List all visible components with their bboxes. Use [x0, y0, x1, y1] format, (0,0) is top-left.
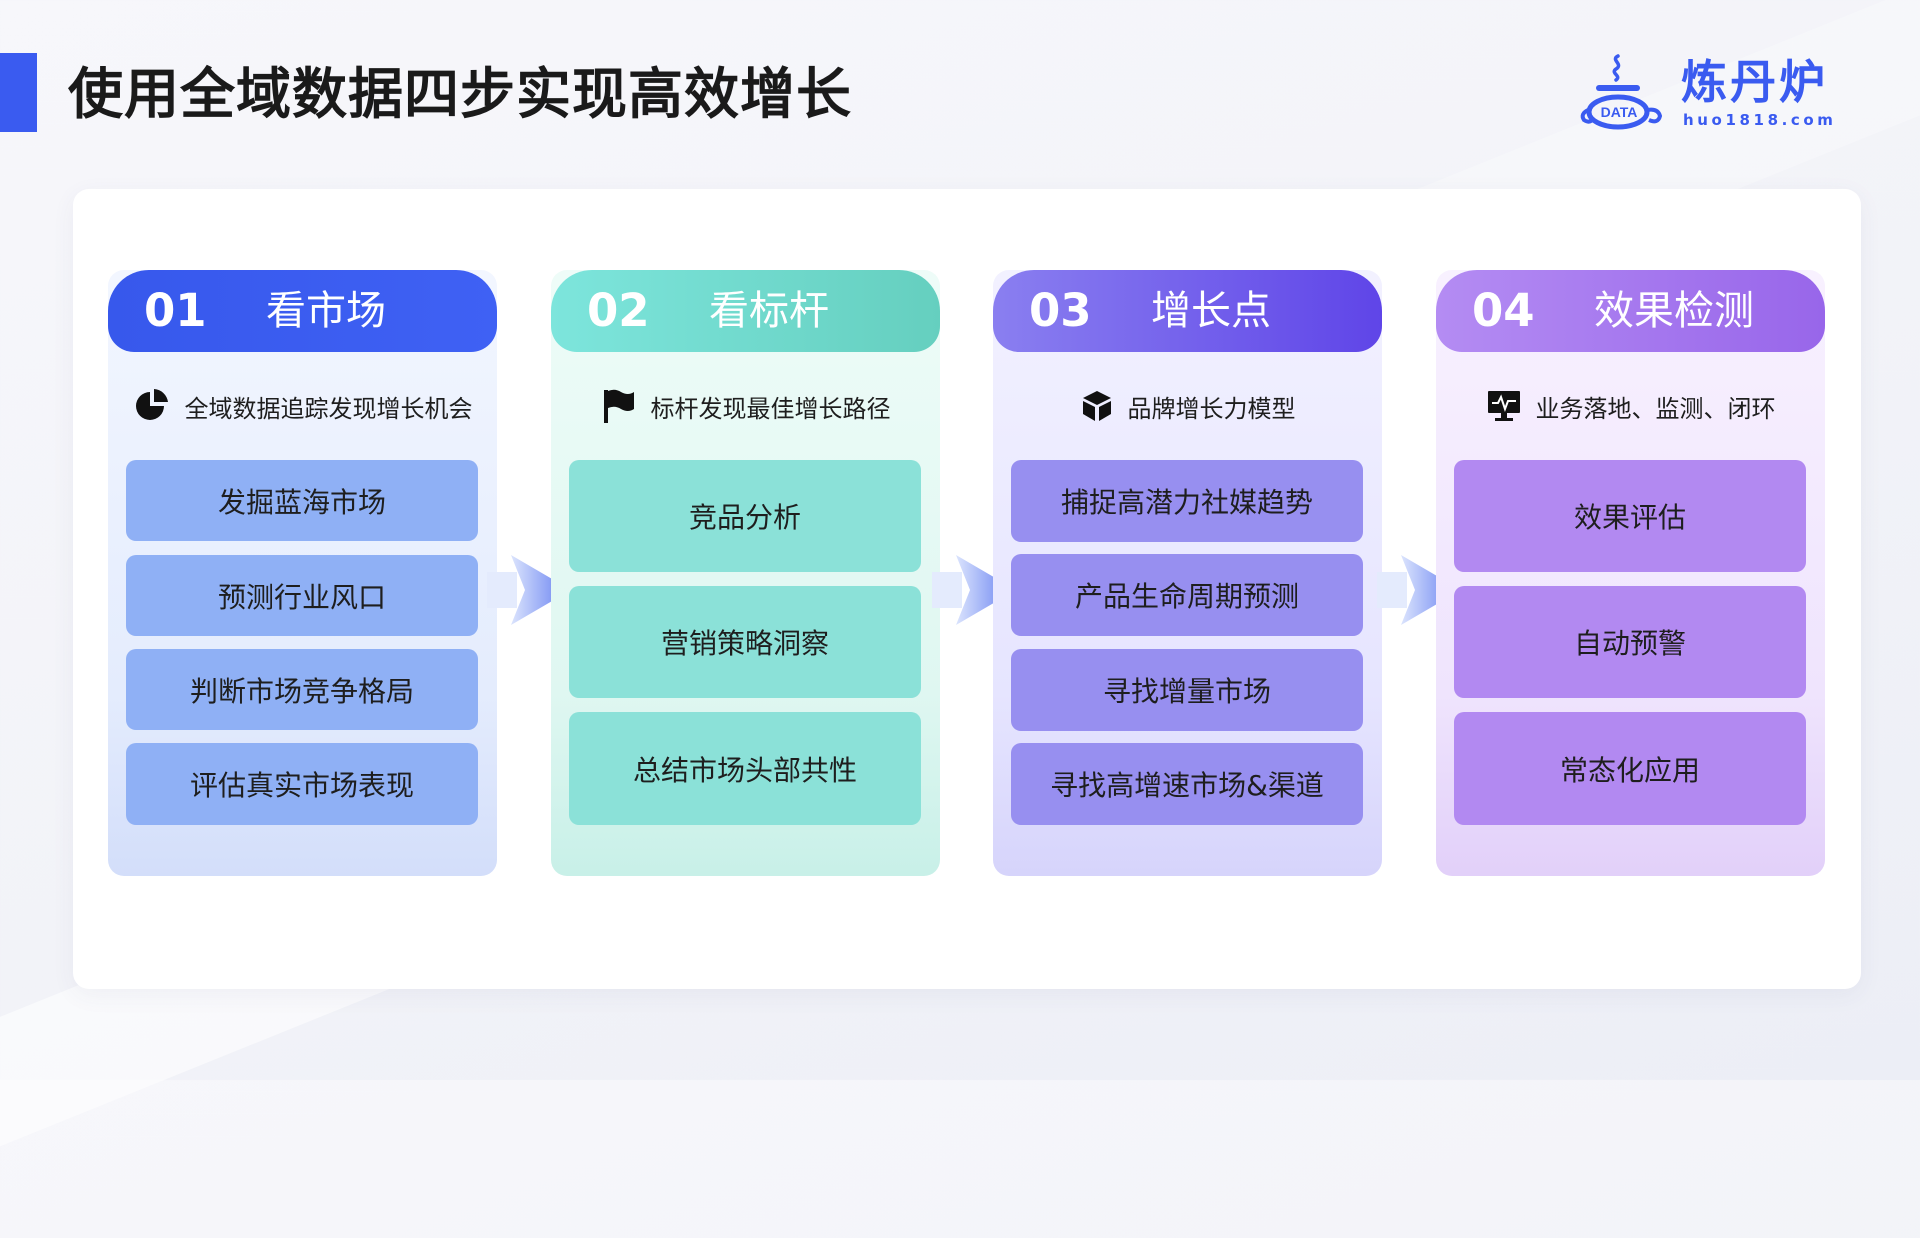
step-title: 增长点 — [1151, 288, 1271, 334]
step-title: 看标杆 — [709, 288, 829, 334]
step-number: 01 — [144, 284, 207, 337]
step-arrow-icon — [1377, 555, 1461, 625]
step-card-market: 01 看市场 全域数据追踪发现增长机会 发掘蓝海市场 预测行业风口 判断市场竞争… — [108, 270, 497, 876]
step-item: 自动预警 — [1454, 586, 1806, 698]
step-item: 寻找增量市场 — [1011, 649, 1363, 731]
pie-chart-icon — [135, 389, 168, 420]
step-header: 01 看市场 — [108, 270, 497, 352]
step-subtitle: 标杆发现最佳增长路径 — [551, 382, 940, 430]
cube-icon — [1082, 391, 1111, 421]
step-item: 竞品分析 — [569, 460, 921, 572]
pot-logo-icon: DATA — [1580, 54, 1663, 130]
step-header: 04 效果检测 — [1436, 270, 1825, 352]
title-accent-bar — [0, 53, 37, 132]
step-number: 03 — [1029, 284, 1092, 337]
step-item: 常态化应用 — [1454, 712, 1806, 825]
step-card-effect-monitoring: 04 效果检测 业务落地、监测、闭环 效果评估 自动预警 常态化应用 — [1436, 270, 1825, 876]
logo-badge-text: DATA — [1601, 104, 1638, 120]
step-item: 捕捉高潜力社媒趋势 — [1011, 460, 1363, 542]
step-card-growth-point: 03 增长点 品牌增长力模型 捕捉高潜力社媒趋势 产品生命周期预测 寻找增量市场… — [993, 270, 1382, 876]
brand-name: 炼丹炉 — [1681, 55, 1828, 109]
step-arrow-icon — [932, 555, 1016, 625]
step-subtitle-text: 品牌增长力模型 — [1127, 394, 1296, 423]
step-subtitle-text: 业务落地、监测、闭环 — [1535, 394, 1776, 423]
page-title: 使用全域数据四步实现高效增长 — [68, 62, 853, 126]
step-subtitle-text: 全域数据追踪发现增长机会 — [184, 394, 473, 423]
step-subtitle: 业务落地、监测、闭环 — [1436, 382, 1825, 430]
step-title: 看市场 — [266, 288, 386, 334]
step-item: 总结市场头部共性 — [569, 712, 921, 825]
step-number: 04 — [1472, 284, 1535, 337]
step-number: 02 — [587, 284, 650, 337]
step-item: 评估真实市场表现 — [126, 743, 478, 825]
step-item: 营销策略洞察 — [569, 586, 921, 698]
step-header: 03 增长点 — [993, 270, 1382, 352]
step-item: 预测行业风口 — [126, 555, 478, 636]
step-subtitle: 全域数据追踪发现增长机会 — [108, 382, 497, 430]
step-subtitle: 品牌增长力模型 — [993, 382, 1382, 430]
monitor-pulse-icon — [1487, 391, 1520, 421]
step-card-benchmark: 02 看标杆 标杆发现最佳增长路径 竞品分析 营销策略洞察 总结市场头部共性 — [551, 270, 940, 876]
step-subtitle-text: 标杆发现最佳增长路径 — [650, 394, 891, 423]
flag-icon — [603, 389, 634, 423]
step-item: 效果评估 — [1454, 460, 1806, 572]
step-item: 判断市场竞争格局 — [126, 649, 478, 730]
step-arrow-icon — [487, 555, 571, 625]
step-item: 寻找高增速市场&渠道 — [1011, 743, 1363, 825]
step-item: 产品生命周期预测 — [1011, 554, 1363, 636]
step-title: 效果检测 — [1594, 288, 1754, 334]
brand-logo: DATA 炼丹炉 huo1818.com — [1572, 52, 1833, 142]
step-item: 发掘蓝海市场 — [126, 460, 478, 541]
brand-url: huo1818.com — [1683, 111, 1837, 129]
step-header: 02 看标杆 — [551, 270, 940, 352]
